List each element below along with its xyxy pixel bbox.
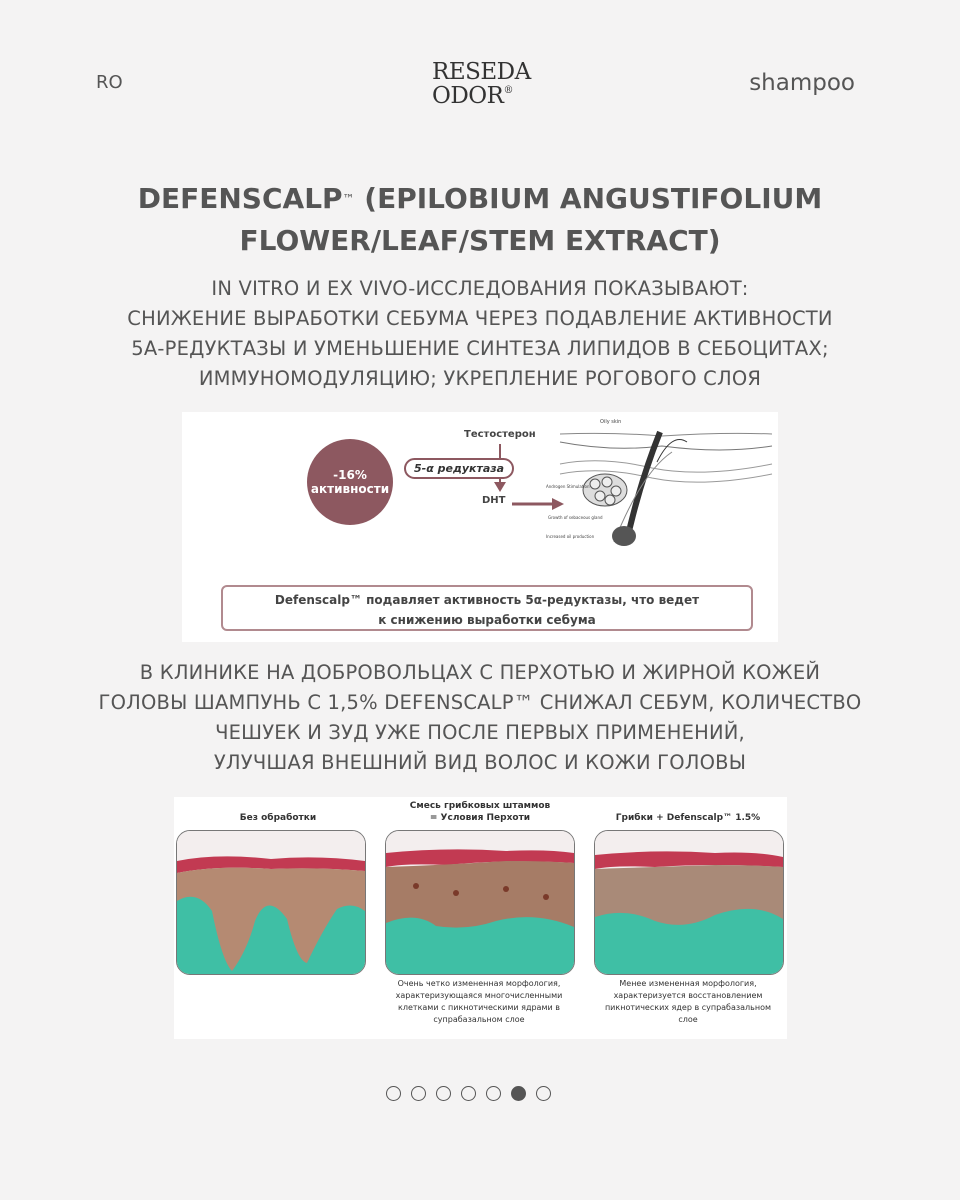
brand-logo: RESEDA ODOR® <box>432 60 532 108</box>
enzyme-label: 5-α редуктаза <box>404 458 515 479</box>
language-label[interactable]: RO <box>96 72 123 93</box>
page-dot[interactable] <box>536 1086 551 1101</box>
mechanism-caption: Defenscalp™ подавляет активность 5α-реду… <box>221 585 753 631</box>
title-line-2: FLOWER/LEAF/STEM EXTRACT) <box>239 224 721 257</box>
study-summary: IN VITRO И EX VIVO-ИССЛЕДОВАНИЯ ПОКАЗЫВА… <box>0 274 960 394</box>
clinical-line: В КЛИНИКЕ НА ДОБРОВОЛЬЦАХ С ПЕРХОТЬЮ И Ж… <box>139 661 821 684</box>
panel3-title: Грибки + Defenscalp™ 1.5% <box>615 813 761 823</box>
page-dot[interactable] <box>411 1086 426 1101</box>
histology-panel-defenscalp <box>594 830 784 975</box>
title-line-1: DEFENSCALP™ (EPILOBIUM ANGUSTIFOLIUM <box>137 182 823 215</box>
clinical-line: ЧЕШУЕК И ЗУД УЖЕ ПОСЛЕ ПЕРВЫХ ПРИМЕНЕНИЙ… <box>215 721 745 744</box>
histology-figure: Без обработки Смесь грибковых штаммов = … <box>174 797 787 1039</box>
oily-skin-label: Oily skin <box>600 419 621 425</box>
histology-image <box>177 831 365 974</box>
androgen-label: Androgen Stimulation <box>546 484 590 489</box>
logo-line-1: RESEDA <box>432 59 531 85</box>
category-label: shampoo <box>749 70 855 96</box>
growth-label: Growth of sebaceous gland <box>548 515 603 520</box>
histology-panel-untreated <box>176 830 366 975</box>
summary-line: IN VITRO И EX VIVO-ИССЛЕДОВАНИЯ ПОКАЗЫВА… <box>211 277 749 300</box>
histology-panel-dandruff <box>385 830 575 975</box>
dht-label: DHT <box>482 495 506 506</box>
panel2-caption: Очень четко измененная морфология, харак… <box>395 979 563 1024</box>
page-dot[interactable] <box>461 1086 476 1101</box>
page-dot-active[interactable] <box>511 1086 526 1101</box>
logo-line-2: ODOR® <box>432 83 513 109</box>
histology-image <box>386 831 574 974</box>
testosterone-label: Тестостерон <box>464 429 536 440</box>
page-dot[interactable] <box>486 1086 501 1101</box>
panel2-title: Смесь грибковых штаммов = Условия Перхот… <box>409 801 551 823</box>
clinical-line: УЛУЧШАЯ ВНЕШНИЙ ВИД ВОЛОС И КОЖИ ГОЛОВЫ <box>213 751 747 774</box>
summary-line: 5А-РЕДУКТАЗЫ И УМЕНЬШЕНИЕ СИНТЕЗА ЛИПИДО… <box>131 337 829 360</box>
mechanism-figure: -16% активности Тестостерон Oily skin An… <box>182 412 778 642</box>
page-dot[interactable] <box>386 1086 401 1101</box>
summary-line: СНИЖЕНИЕ ВЫРАБОТКИ СЕБУМА ЧЕРЕЗ ПОДАВЛЕН… <box>127 307 833 330</box>
panel3-caption: Менее измененная морфология, характеризу… <box>604 979 772 1024</box>
page-title: DEFENSCALP™ (EPILOBIUM ANGUSTIFOLIUM FLO… <box>0 178 960 262</box>
histology-image <box>595 831 783 974</box>
page-dot[interactable] <box>436 1086 451 1101</box>
increased-label: Increased oil production <box>546 534 595 539</box>
clinical-summary: В КЛИНИКЕ НА ДОБРОВОЛЬЦАХ С ПЕРХОТЬЮ И Ж… <box>0 658 960 778</box>
activity-reduction-badge: -16% активности <box>307 439 393 525</box>
summary-line: ИММУНОМОДУЛЯЦИЮ; УКРЕПЛЕНИЕ РОГОВОГО СЛО… <box>198 367 762 390</box>
mechanism-diagram: Oily skin Androgen Stimulation Growth of… <box>494 419 773 546</box>
panel1-title: Без обработки <box>239 813 317 823</box>
clinical-line: ГОЛОВЫ ШАМПУНЬ С 1,5% DEFENSCALP™ СНИЖАЛ… <box>98 691 862 714</box>
pagination-dots <box>386 1086 551 1101</box>
registered-mark: ® <box>503 85 513 96</box>
